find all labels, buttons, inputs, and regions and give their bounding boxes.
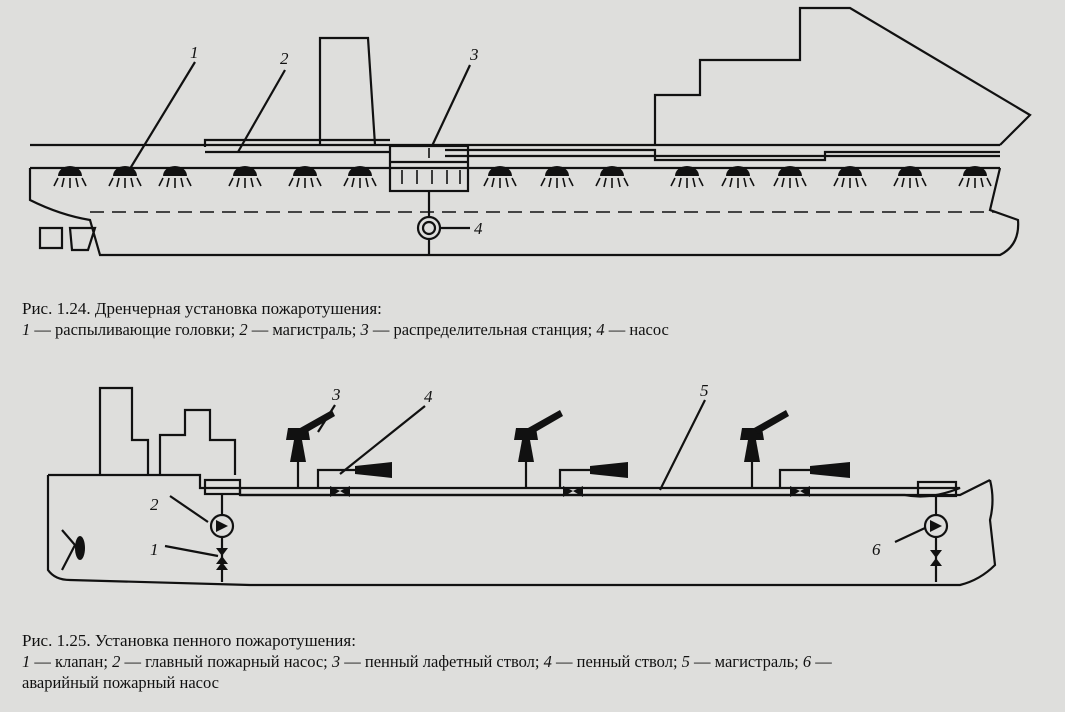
figure-1-24: 1 2 3 4 (0, 0, 1065, 290)
caption-legend: 1 — клапан; 2 — главный пожарный насос; … (22, 651, 1042, 672)
callout-3: 3 (469, 45, 479, 64)
legend-num: 5 (681, 652, 690, 671)
callout-1: 1 (150, 540, 159, 559)
caption-title: Рис. 1.25. Установка пенного пожаротушен… (22, 631, 356, 650)
legend-num: 4 (596, 320, 605, 339)
legend-text: — магистраль; (247, 320, 361, 339)
callout-4: 4 (474, 219, 483, 238)
callout-4: 4 (424, 387, 433, 406)
legend-num: 1 (22, 652, 31, 671)
callout-3: 3 (331, 385, 341, 404)
callout-2: 2 (150, 495, 159, 514)
legend-text: — клапан; (30, 652, 113, 671)
foam-equipment (75, 410, 942, 570)
figure-1-25: 1 2 3 4 5 6 (0, 370, 1065, 610)
caption-fig-1-24: Рис. 1.24. Дренчерная установка пожароту… (22, 298, 1042, 340)
legend-text: — пенный ствол; (551, 652, 682, 671)
callout-1: 1 (190, 43, 199, 62)
drencher-diagram: 1 2 3 4 (28, 6, 1032, 257)
legend-text: — (811, 652, 832, 671)
legend-text: — пенный лафетный ствол; (340, 652, 544, 671)
foam-system-diagram: 1 2 3 4 5 6 (46, 381, 997, 587)
legend-num: 3 (331, 652, 341, 671)
caption-legend-cont: аварийный пожарный насос (22, 673, 219, 692)
legend-text: — распределительная станция; (368, 320, 597, 339)
legend-num: 3 (360, 320, 369, 339)
legend-num: 1 (22, 320, 31, 339)
sprinkler-heads (53, 148, 992, 188)
callout-6: 6 (872, 540, 881, 559)
caption-fig-1-25: Рис. 1.25. Установка пенного пожаротушен… (22, 630, 1042, 693)
legend-text: — насос (604, 320, 669, 339)
legend-num: 4 (543, 652, 552, 671)
legend-text: — распыливающие головки; (30, 320, 240, 339)
caption-title: Рис. 1.24. Дренчерная установка пожароту… (22, 299, 382, 318)
legend-text: — магистраль; (689, 652, 803, 671)
legend-num: 2 (239, 320, 248, 339)
callout-5: 5 (700, 381, 709, 400)
legend-text: — главный пожарный насос; (120, 652, 332, 671)
legend-num: 6 (802, 652, 812, 671)
legend-num: 2 (112, 652, 121, 671)
caption-legend: 1 — распыливающие головки; 2 — магистрал… (22, 319, 1042, 340)
callout-2: 2 (280, 49, 289, 68)
